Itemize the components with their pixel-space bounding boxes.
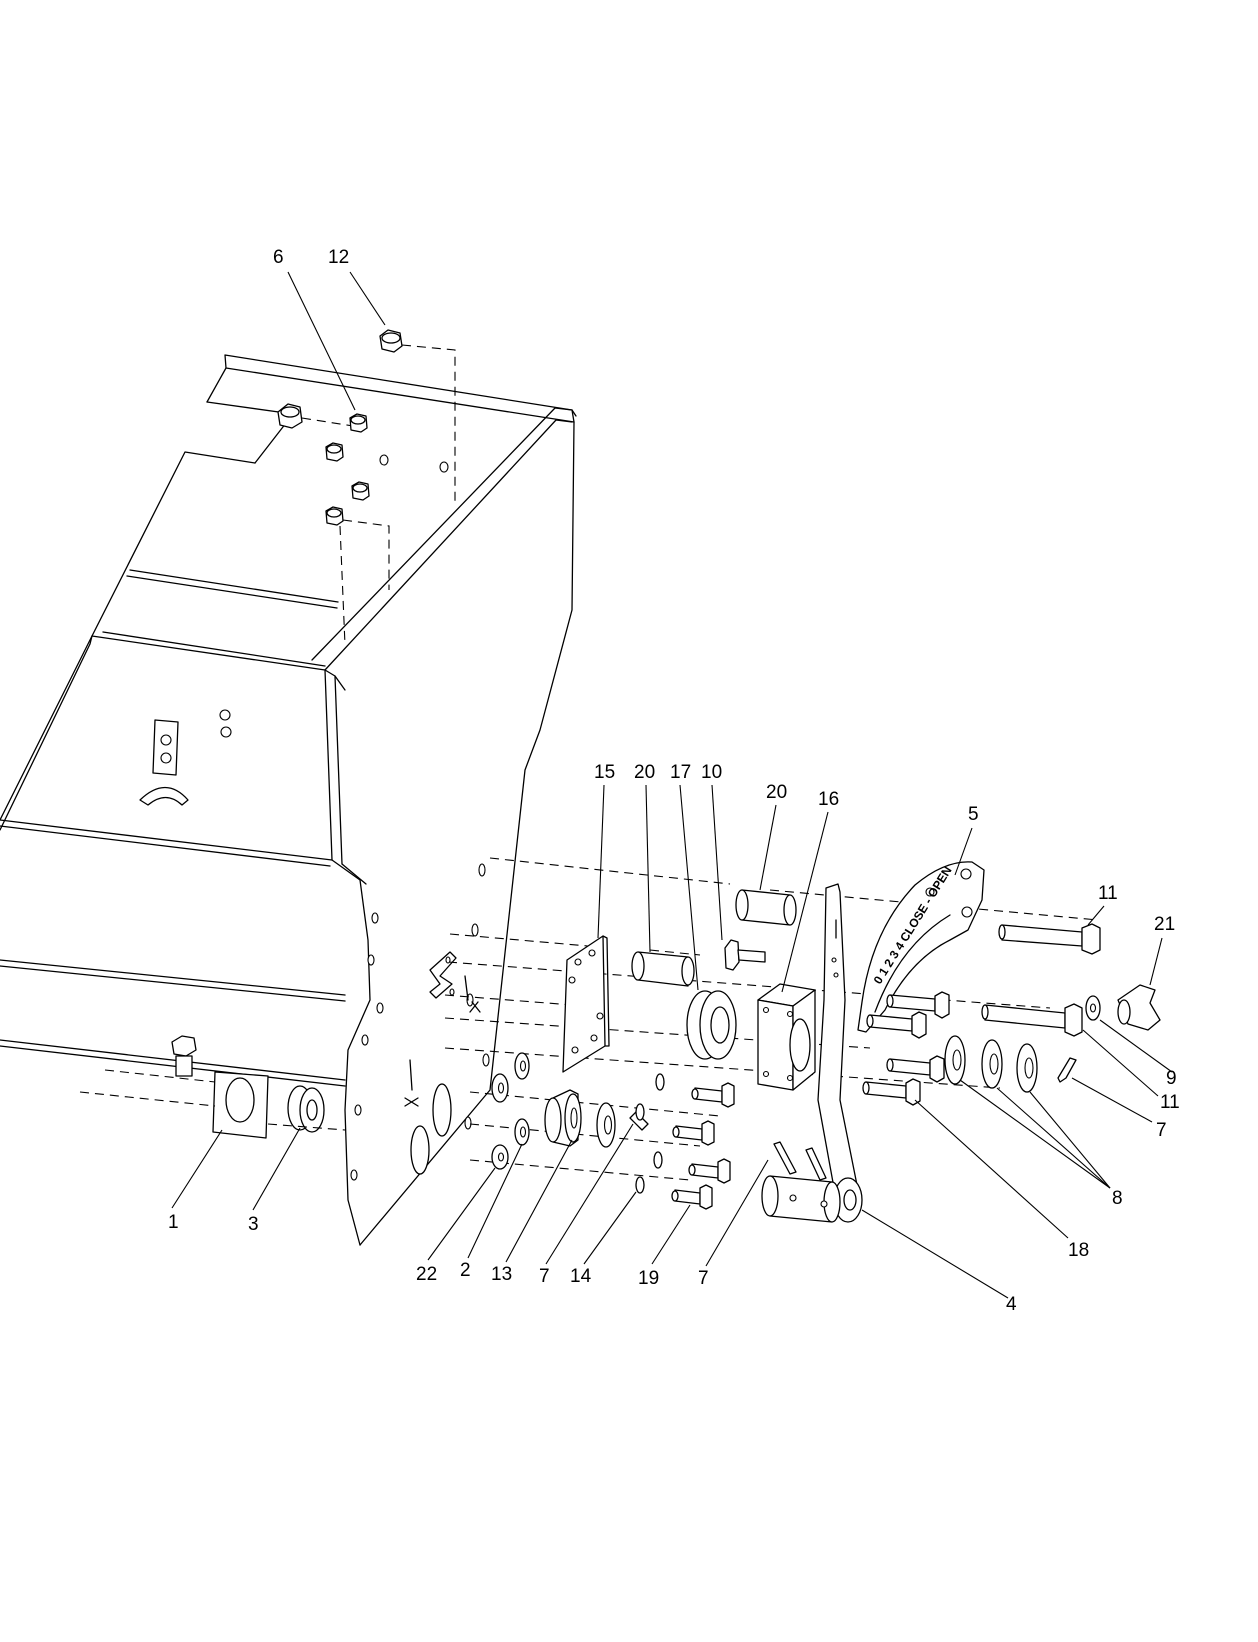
- bearing-block-item-1: [212, 1071, 269, 1139]
- callout-13: 13: [491, 1264, 512, 1285]
- bearing-item-17: [686, 990, 737, 1060]
- washer-item-8-b: [981, 1039, 1003, 1089]
- callout-1: 1: [168, 1212, 179, 1233]
- small-hole-a: [445, 956, 451, 964]
- hopper-hanger-bracket: [139, 719, 189, 806]
- callout-7-a: 7: [1156, 1120, 1167, 1141]
- bearing-item-3: [287, 1085, 325, 1133]
- bolt-item-11-lower: [981, 1003, 1083, 1037]
- ring-item-13-b: [596, 1102, 616, 1148]
- callout-8: 8: [1112, 1188, 1123, 1209]
- washer-item-22: [491, 1144, 509, 1170]
- bolt-short-3: [688, 1158, 731, 1184]
- callout-7-b: 7: [539, 1266, 550, 1287]
- washer-14-c: [653, 1151, 663, 1169]
- spacer-ring-left: [432, 1083, 452, 1137]
- roll-pin-item-7-right: [1057, 1057, 1077, 1083]
- roll-pin-item-7-center: [629, 1111, 649, 1131]
- bolt-right-1: [886, 991, 950, 1019]
- pin-line-4: [404, 1097, 419, 1107]
- nut-item-6-a: [277, 403, 303, 429]
- bolt-item-10: [724, 939, 766, 971]
- small-hole-b: [449, 988, 455, 996]
- knob-item-21: [1117, 984, 1161, 1031]
- callout-18: 18: [1068, 1240, 1089, 1261]
- bushing-item-2: [514, 1118, 530, 1146]
- bolt-right-3: [886, 1055, 945, 1083]
- dashline-lower-3: [267, 1123, 346, 1131]
- callout-4: 4: [1006, 1294, 1017, 1315]
- dashline-6e: [342, 519, 390, 590]
- washer-item-14: [635, 1176, 645, 1194]
- pin-line-1: [464, 975, 469, 1001]
- washer-item-22-upper: [514, 1052, 530, 1080]
- callout-14: 14: [570, 1266, 592, 1287]
- callout-10: 10: [701, 762, 722, 783]
- leader-lines: [171, 271, 1173, 1299]
- washer-item-8-a: [944, 1035, 966, 1085]
- callout-11-b: 11: [1160, 1092, 1180, 1113]
- callout-labels: 6 12 15 20 17 10 20 16 5 11 21 9 11 7 8 …: [168, 247, 1180, 1315]
- washer-14-a: [655, 1073, 665, 1091]
- dashline-lower-2: [79, 1091, 216, 1107]
- assembly-axes: [444, 857, 1099, 1181]
- callout-12: 12: [328, 247, 349, 268]
- washer-14-b: [635, 1103, 645, 1121]
- nut-item-12: [379, 329, 403, 353]
- callout-11-a: 11: [1098, 883, 1118, 904]
- bolt-item-19: [671, 1184, 713, 1210]
- callout-15: 15: [594, 762, 615, 783]
- callout-17: 17: [670, 762, 691, 783]
- lever-hub: [761, 1175, 841, 1223]
- bolt-short-1: [691, 1082, 735, 1108]
- hopper-frame: [0, 354, 577, 1246]
- bolt-short-2: [672, 1120, 715, 1146]
- callout-20-a: 20: [634, 762, 655, 783]
- bolt-item-11-upper: [998, 923, 1101, 955]
- spacer-ring-left-2: [410, 1125, 430, 1175]
- roll-pin-lower-1: [773, 1141, 797, 1175]
- dashline-6-vert: [339, 525, 346, 646]
- callout-21: 21: [1154, 914, 1175, 935]
- callout-3: 3: [248, 1214, 259, 1235]
- callout-20-b: 20: [766, 782, 787, 803]
- bolt-right-2: [866, 1011, 927, 1039]
- bolt-top-left: [171, 1035, 197, 1077]
- pin-line-3: [409, 1059, 413, 1091]
- dashline-6a: [301, 417, 354, 427]
- callout-7-c: 7: [698, 1268, 709, 1289]
- callout-2: 2: [460, 1260, 471, 1281]
- sleeve-item-13: [544, 1089, 582, 1147]
- nut-item-6-b: [349, 413, 368, 433]
- tube-item-20-upper: [735, 889, 797, 926]
- washer-item-8-c: [1016, 1043, 1038, 1093]
- tube-item-20-lower: [631, 951, 695, 987]
- pin-line-2: [469, 1001, 481, 1013]
- spring-clip: [429, 951, 457, 999]
- callout-6: 6: [273, 247, 284, 268]
- callout-16: 16: [818, 789, 839, 810]
- nut-item-6-d: [351, 481, 370, 501]
- bearing-housing-item-16: [757, 983, 816, 1091]
- callout-19: 19: [638, 1268, 659, 1289]
- nut-item-6-e: [325, 506, 344, 526]
- callout-9: 9: [1166, 1068, 1177, 1089]
- washer-mid: [491, 1073, 509, 1103]
- roll-pin-lower-2: [805, 1147, 827, 1181]
- callout-5: 5: [968, 804, 979, 825]
- callout-22: 22: [416, 1264, 437, 1285]
- washer-item-9: [1085, 995, 1101, 1021]
- dashline-lower-1: [104, 1069, 216, 1083]
- nut-item-6-c: [325, 442, 344, 462]
- plate-item-15: [562, 935, 610, 1073]
- dashline-12: [401, 344, 456, 505]
- lever-arm-item-4: [817, 883, 863, 1223]
- bolt-item-18: [862, 1078, 921, 1106]
